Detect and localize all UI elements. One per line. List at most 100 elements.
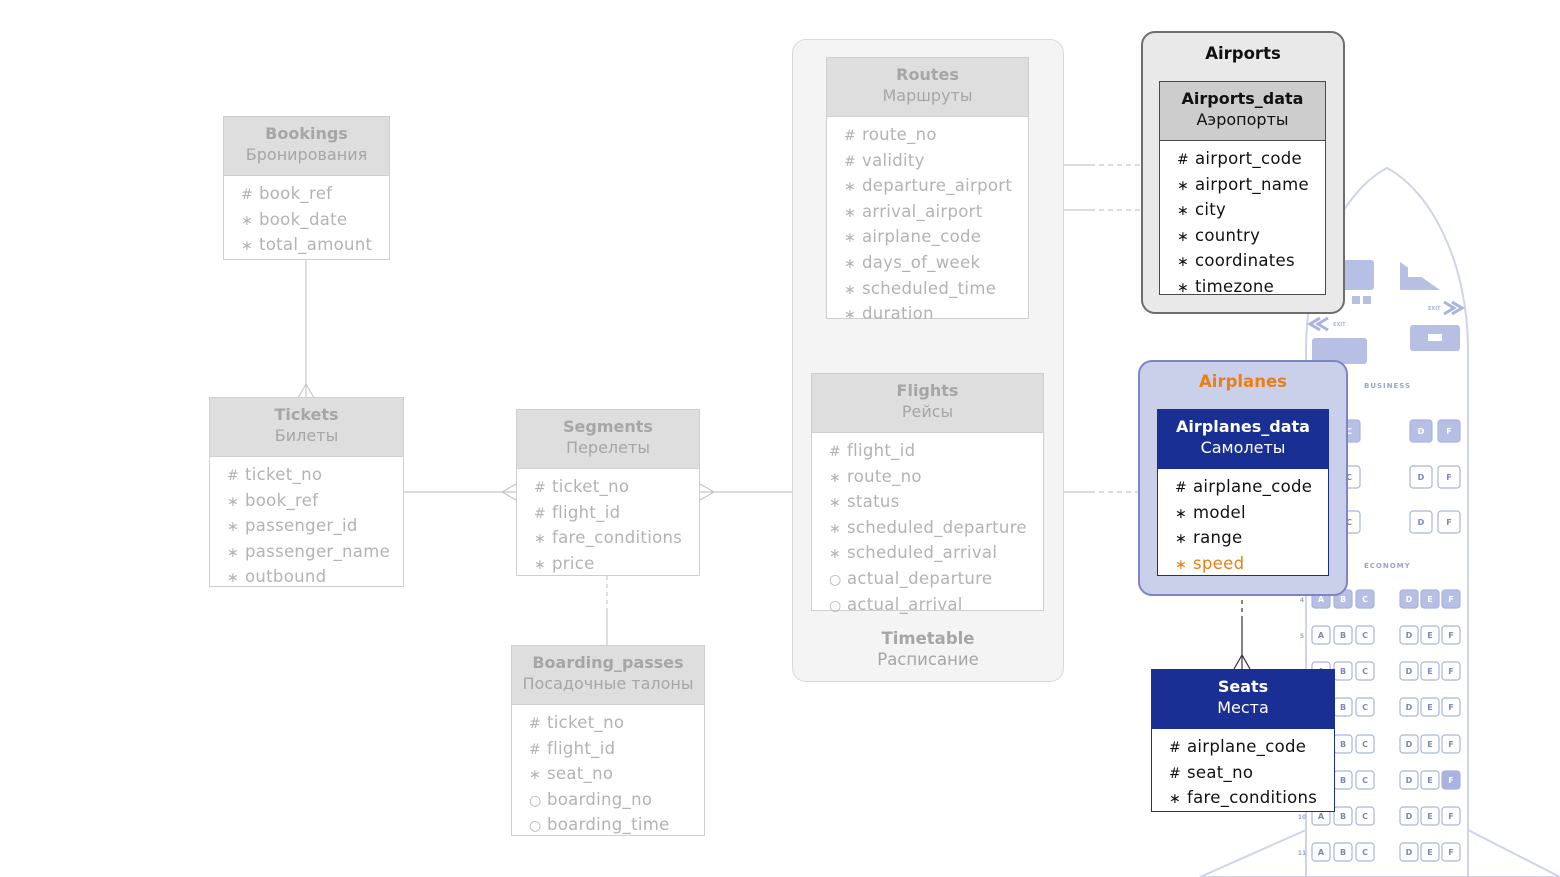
attribute-row: ∗ scheduled_departure xyxy=(829,516,1043,542)
entity-name: Bookings xyxy=(265,124,348,143)
attribute-marker: ∗ xyxy=(844,307,857,324)
attribute-name: fare_conditions xyxy=(1187,788,1318,808)
attribute-row: ∗fare_conditions xyxy=(534,526,699,552)
attribute-name: actual_arrival xyxy=(847,594,963,614)
bookings-entity[interactable]: Bookings Бронирования #book_ref∗book_dat… xyxy=(223,116,390,260)
routes-entity[interactable]: Routes Маршруты #route_no#validity∗depar… xyxy=(826,57,1029,323)
boarding-passes-entity[interactable]: Boarding_passes Посадочные талоны #ticke… xyxy=(511,645,705,836)
attribute-marker: # xyxy=(534,480,547,496)
attribute-name: flight_id xyxy=(847,441,916,460)
attribute-name: scheduled_arrival xyxy=(847,543,998,563)
attribute-marker: ∗ xyxy=(1177,177,1190,194)
seat xyxy=(1399,625,1419,645)
seats-entity[interactable]: Seats Места #airplane_code#seat_no∗fare_… xyxy=(1151,669,1335,812)
attribute-name: airplane_code xyxy=(1193,477,1313,496)
segments-entity[interactable]: Segments Перелеты #ticket_no#flight_id∗f… xyxy=(516,409,700,576)
seat xyxy=(1355,697,1375,717)
seat xyxy=(1355,842,1375,862)
attribute-marker: ∗ xyxy=(829,520,842,537)
seat xyxy=(1441,806,1461,826)
attribute-marker: # xyxy=(829,444,842,460)
attribute-row: ∗route_no xyxy=(829,465,1043,491)
seat xyxy=(1441,734,1461,754)
seat-letter: F xyxy=(1448,776,1453,785)
attribute-row: ∗airplane_code xyxy=(844,225,1028,251)
seat xyxy=(1409,465,1433,489)
attribute-row: #airplane_code xyxy=(1169,735,1334,761)
seat xyxy=(1441,625,1461,645)
attribute-name: airport_name xyxy=(1195,174,1309,194)
entity-name-ru: Перелеты xyxy=(566,438,650,457)
lavatory-block xyxy=(1342,260,1374,290)
attribute-marker: ∗ xyxy=(1177,228,1190,245)
entity-name-ru: Посадочные талоны xyxy=(522,674,694,693)
attribute-marker: ∗ xyxy=(844,230,857,247)
entity-name-ru: Билеты xyxy=(274,426,339,445)
attribute-name: passenger_id xyxy=(245,516,358,536)
seat-letter: F xyxy=(1448,812,1453,821)
row-number: 10 xyxy=(1298,814,1306,821)
attribute-marker: ∗ xyxy=(227,570,240,587)
attribute-name: airplane_code xyxy=(1187,737,1307,756)
seat-letter: B xyxy=(1340,667,1346,676)
flights-entity[interactable]: Flights Рейсы # flight_id ∗route_no ∗ status… xyxy=(811,373,1044,614)
seat-letter: C xyxy=(1362,667,1368,676)
seat xyxy=(1420,589,1440,609)
seat-letter: D xyxy=(1406,740,1413,749)
seat-letter: D xyxy=(1418,518,1425,527)
seat xyxy=(1441,697,1461,717)
attribute-name: duration xyxy=(862,304,934,324)
seat-letter: C xyxy=(1362,595,1368,604)
timetable-group-title: Timetable Расписание xyxy=(792,628,1064,670)
seat-letter: B xyxy=(1340,631,1346,640)
attribute-row: #flight_id xyxy=(529,737,704,763)
attribute-name: total_amount xyxy=(259,235,373,255)
seat-letter: C xyxy=(1362,631,1368,640)
airports-data-entity[interactable]: Airports_data Аэропорты #airport_code∗ai… xyxy=(1159,81,1326,296)
attribute-name: outbound xyxy=(245,567,327,587)
attribute-marker: # xyxy=(1177,152,1190,168)
attribute-row: ○ actual_arrival xyxy=(829,593,1043,619)
seat xyxy=(1420,770,1440,790)
seat xyxy=(1420,734,1440,754)
attribute-marker: # xyxy=(1169,765,1182,782)
attribute-marker: ∗ xyxy=(829,495,842,512)
seat xyxy=(1333,806,1353,826)
seat xyxy=(1420,625,1440,645)
seat-letter: F xyxy=(1448,595,1453,604)
seat-letter: D xyxy=(1418,473,1425,482)
seat xyxy=(1399,770,1419,790)
seat-letter: F xyxy=(1446,473,1451,482)
entity-name-ru: Рейсы xyxy=(901,402,954,421)
attribute-marker: ○ xyxy=(829,571,842,588)
attribute-name: status xyxy=(847,492,900,512)
entity-name-ru: Бронирования xyxy=(245,145,368,164)
tickets-entity[interactable]: Tickets Билеты #ticket_no∗book_ref∗passe… xyxy=(209,397,404,587)
seat xyxy=(1441,661,1461,681)
attribute-name: departure_airport xyxy=(862,176,1013,196)
exit-label-left: EXIT xyxy=(1333,322,1346,328)
attribute-marker: ○ xyxy=(529,818,542,835)
attribute-marker: ∗ xyxy=(844,255,857,272)
attribute-name: city xyxy=(1195,200,1227,220)
attribute-name: scheduled_departure xyxy=(847,517,1027,537)
attribute-marker: ○ xyxy=(829,597,842,614)
attribute-row: #ticket_no xyxy=(529,711,704,737)
seat-letter: F xyxy=(1448,703,1453,712)
timetable-title-en: Timetable xyxy=(881,629,975,648)
seat-letter: D xyxy=(1406,848,1413,857)
attribute-name: model xyxy=(1193,502,1246,522)
attribute-marker: # xyxy=(529,716,542,732)
attribute-name: speed xyxy=(1193,553,1245,573)
seat xyxy=(1355,625,1375,645)
attribute-row: #seat_no xyxy=(1169,761,1334,787)
entity-name: Flights xyxy=(896,381,959,400)
seat xyxy=(1409,510,1433,534)
airplanes-data-entity[interactable]: Airplanes_data Самолеты #airplane_code∗m… xyxy=(1157,409,1329,576)
attribute-row: ∗coordinates xyxy=(1177,249,1325,275)
attribute-row: ∗days_of_week xyxy=(844,251,1028,277)
attribute-marker: ∗ xyxy=(534,531,547,548)
seat-letter: A xyxy=(1318,848,1325,857)
attribute-marker: ∗ xyxy=(241,238,254,255)
